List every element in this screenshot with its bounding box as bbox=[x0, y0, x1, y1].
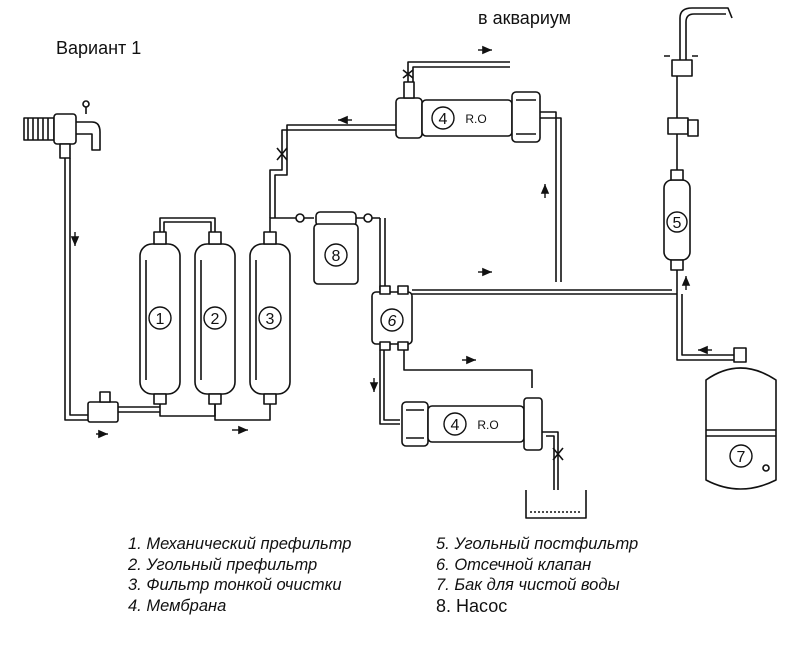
filter-2-number: 2 bbox=[211, 311, 220, 328]
storage-tank-7 bbox=[705, 347, 777, 490]
drain-container-icon bbox=[525, 490, 587, 519]
membrane-top-ro: R.O bbox=[465, 112, 486, 126]
legend-left: 1. Механический префильтр 2. Угольный пр… bbox=[128, 534, 351, 616]
membrane-bottom-ro: R.O bbox=[477, 418, 498, 432]
filter-1-number: 1 bbox=[156, 311, 165, 328]
postfilter-number: 5 bbox=[673, 215, 682, 232]
legend-item: 8. Насос bbox=[436, 595, 508, 616]
legend-item: 7. Бак для чистой воды bbox=[436, 576, 620, 594]
pump-number: 8 bbox=[332, 248, 341, 265]
legend-right: 5. Угольный постфильтр 6. Отсечной клапа… bbox=[436, 534, 638, 616]
faucet-icon bbox=[664, 7, 733, 170]
valve-number: 6 bbox=[388, 313, 397, 330]
legend-item: 6. Отсечной клапан bbox=[436, 555, 592, 574]
membrane-bottom-number: 4 bbox=[451, 417, 460, 434]
legend-item: 3. Фильтр тонкой очистки bbox=[128, 576, 342, 594]
filter-3-number: 3 bbox=[266, 311, 275, 328]
aquarium-label: в аквариум bbox=[478, 8, 572, 28]
inlet-tap-icon bbox=[23, 100, 101, 159]
inlet-valve-icon bbox=[87, 391, 160, 423]
variant-label: Вариант 1 bbox=[56, 38, 142, 58]
legend-item: 4. Мембрана bbox=[128, 596, 227, 615]
membrane-bottom bbox=[401, 397, 543, 451]
membrane-top-number: 4 bbox=[439, 111, 448, 128]
legend-item: 1. Механический префильтр bbox=[128, 535, 352, 553]
inlet-pipe bbox=[64, 158, 88, 421]
legend-item: 2. Угольный префильтр bbox=[128, 555, 318, 574]
tank-number: 7 bbox=[737, 449, 746, 466]
legend-item: 5. Угольный постфильтр bbox=[436, 535, 639, 553]
